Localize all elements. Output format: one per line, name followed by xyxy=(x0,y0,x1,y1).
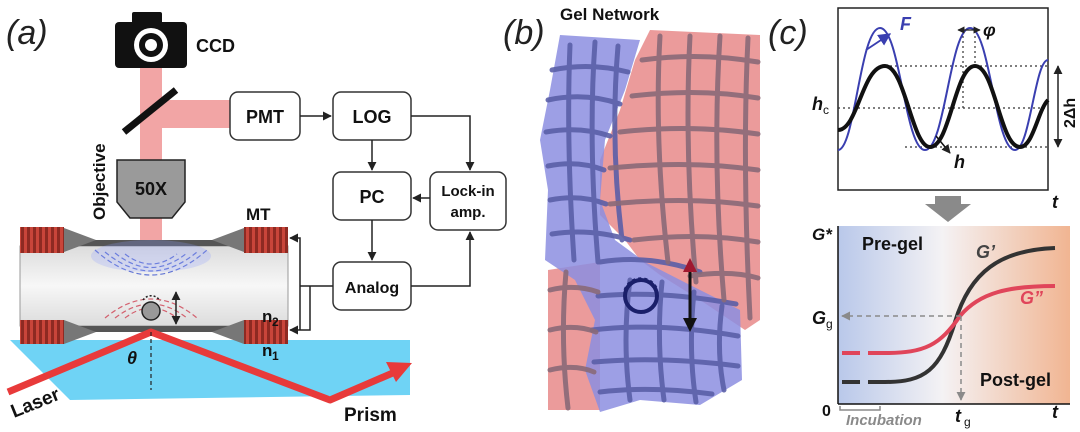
n1-sub: 1 xyxy=(272,349,279,363)
pole-top-left xyxy=(64,228,96,252)
bead xyxy=(141,301,161,321)
log-label: LOG xyxy=(353,107,392,127)
gdprime-label: G” xyxy=(1020,288,1043,308)
tg-label: t xyxy=(955,406,962,426)
signal-connectors xyxy=(289,111,475,335)
force-sine-curve xyxy=(837,26,1049,152)
panel-a: (a) CCD Objective 50X PMT LOG PC Lock-in xyxy=(6,12,507,426)
lockin-box xyxy=(429,171,507,231)
laser-arrowhead xyxy=(386,362,412,382)
analog-label: Analog xyxy=(345,280,399,297)
hc-label: h xyxy=(812,94,823,114)
tg-sub: g xyxy=(964,415,971,429)
pc-label: PC xyxy=(359,187,384,207)
postgel-label: Post-gel xyxy=(980,370,1051,390)
force-arrow xyxy=(865,33,892,51)
gel-network-title: Gel Network xyxy=(560,5,660,24)
chamber-bottom-plate xyxy=(20,326,288,332)
prism xyxy=(10,340,410,400)
bead-rotation-hint xyxy=(142,295,161,302)
pole-bottom-left xyxy=(64,320,96,344)
prism-label: Prism xyxy=(344,405,397,426)
mt-label: MT xyxy=(246,205,271,224)
pregel-label: Pre-gel xyxy=(862,234,923,254)
chamber-top-plate xyxy=(20,240,288,246)
objective-lens xyxy=(116,159,186,219)
pole-bottom-right xyxy=(212,320,244,344)
oscillation-plot-frame xyxy=(837,7,1049,191)
objective-mag: 50X xyxy=(135,179,167,199)
panel-b: (b) Gel Network xyxy=(503,5,761,412)
top-time-label: t xyxy=(1052,192,1059,212)
laser-beam xyxy=(6,328,397,404)
force-label: F xyxy=(900,14,912,34)
transition-arrow xyxy=(925,196,971,222)
lockin-label-2: amp. xyxy=(450,204,485,221)
panel-b-tag: (b) xyxy=(503,14,545,52)
modulus-plot-bg xyxy=(838,226,1070,404)
probe-bead-rotation-icon xyxy=(623,277,659,291)
coil-bottom-right xyxy=(244,320,288,344)
panel-a-tag: (a) xyxy=(6,14,48,52)
n2-sub: 2 xyxy=(272,315,279,329)
n1-label: n xyxy=(262,341,272,360)
bottom-time-label: t xyxy=(1052,402,1059,422)
pmt-label: PMT xyxy=(246,107,284,127)
gg-label: G xyxy=(812,308,826,328)
gstar-label: G* xyxy=(812,225,833,244)
h-arrow xyxy=(935,135,951,154)
theta-label: θ xyxy=(127,348,137,368)
origin-label: 0 xyxy=(822,403,831,420)
oscillation-arrow xyxy=(683,258,697,332)
n2-label: n xyxy=(262,307,272,326)
coil-top-left xyxy=(20,227,64,253)
amplitude-label: 2Δh xyxy=(1062,98,1079,128)
hc-sub: c xyxy=(823,103,829,117)
incubation-label: Incubation xyxy=(846,412,922,429)
panel-c-tag: (c) xyxy=(768,14,808,52)
ccd-label: CCD xyxy=(196,36,235,56)
camera-icon xyxy=(115,12,187,68)
upper-field-lines xyxy=(94,249,208,276)
panel-c: (c) F φ h c h 2Δh t G* xyxy=(768,7,1079,429)
phase-label: φ xyxy=(983,20,996,40)
beam-splitter xyxy=(121,87,179,135)
h-label: h xyxy=(954,152,965,172)
coil-bottom-left xyxy=(20,320,64,344)
lockin-label-1: Lock-in xyxy=(441,183,494,200)
height-response-curve xyxy=(837,63,1050,150)
incubation-bracket xyxy=(839,406,881,411)
gprime-label: G’ xyxy=(976,242,996,262)
coil-top-right xyxy=(244,227,288,253)
vertical-beam xyxy=(140,66,162,246)
gg-sub: g xyxy=(826,317,833,331)
objective-label: Objective xyxy=(90,143,109,220)
upper-field-glow xyxy=(91,240,211,272)
pole-top-right xyxy=(212,228,244,252)
